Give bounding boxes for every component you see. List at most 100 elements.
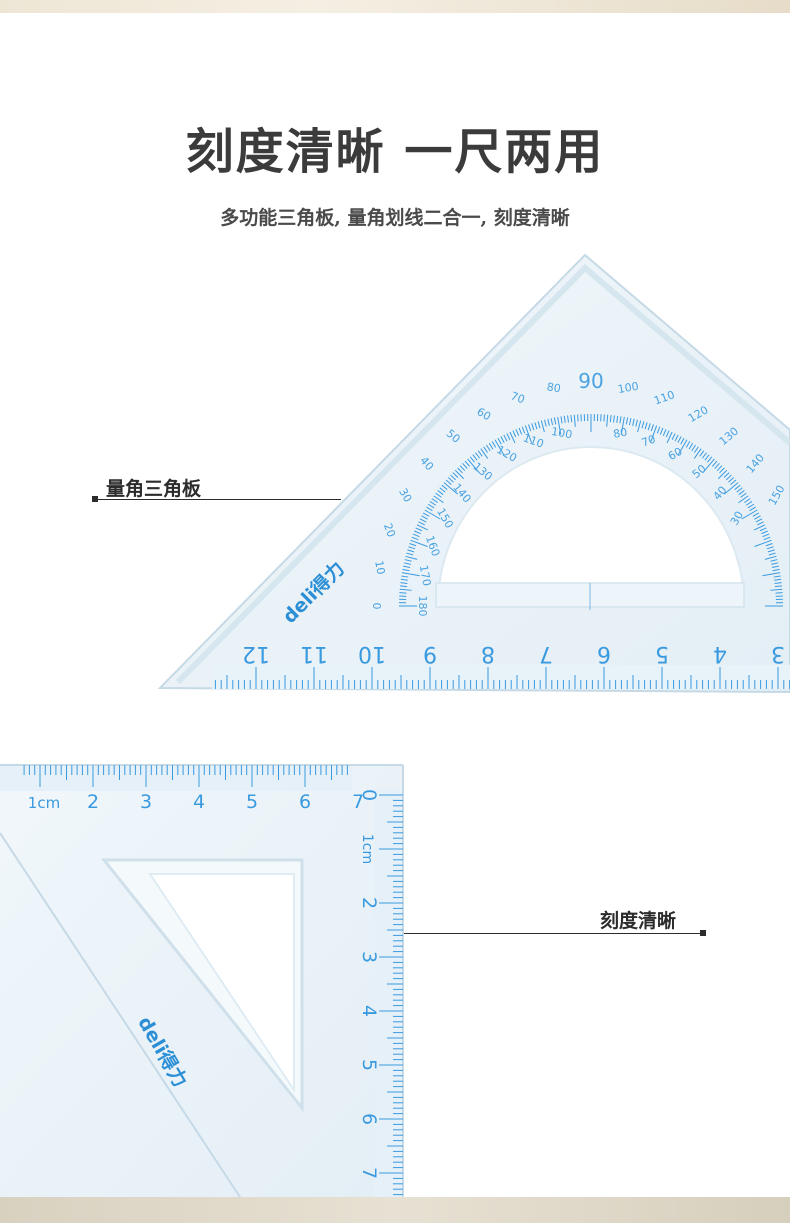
protractor-tick [429, 501, 437, 506]
protractor-inner-label: 70 [640, 433, 658, 450]
protractor-tick [656, 426, 661, 434]
protractor-outer-label: 60 [474, 405, 493, 423]
ruler-number: 5 [358, 1059, 380, 1071]
protractor-tick [641, 421, 645, 429]
protractor-tick [550, 418, 554, 426]
ruler-number: 10 [358, 641, 386, 666]
protractor-tick [491, 441, 497, 448]
protractor-tick [747, 503, 755, 509]
ruler-number: 2 [358, 897, 380, 909]
protractor-tick [723, 472, 730, 478]
protractor-tick [443, 482, 459, 495]
protractor-tick [445, 479, 452, 486]
ruler-number: 3 [771, 641, 785, 666]
protractor-tick [431, 498, 438, 503]
protractor-tick [606, 414, 609, 427]
protractor-tick [659, 427, 664, 435]
protractor-tick [534, 422, 538, 430]
ruler-number: 3 [140, 791, 152, 813]
protractor-tick [665, 430, 670, 438]
protractor-tick [701, 452, 707, 459]
ruler-number: 6 [358, 1113, 380, 1125]
protractor-tick [738, 490, 745, 496]
protractor-tick [400, 578, 408, 581]
protractor-tick [404, 559, 412, 562]
protractor-tick [406, 552, 414, 556]
protractor-tick [734, 484, 741, 490]
callout-dot-2 [700, 930, 706, 936]
protractor-tick [401, 572, 420, 577]
protractor-tick [408, 546, 416, 550]
protractor-tick [741, 509, 758, 520]
protractor-tick [772, 568, 780, 572]
protractor-tick [433, 495, 444, 504]
protractor-tick [767, 549, 775, 553]
protractor-tick [730, 479, 737, 486]
protractor-tick [620, 416, 625, 435]
ruler-number: 6 [299, 791, 311, 813]
protractor-tick [531, 423, 535, 431]
top-decor-band [0, 0, 790, 13]
protractor-tick [770, 559, 778, 562]
protractor-tick [410, 539, 428, 547]
protractor-tick [628, 418, 632, 426]
protractor-outer-label: 70 [509, 389, 527, 406]
protractor-tick [702, 458, 715, 474]
protractor-tick [480, 448, 489, 459]
protractor-tick [457, 467, 463, 474]
protractor-tick [774, 578, 782, 581]
protractor-tick [497, 437, 502, 445]
protractor-inner-label: 80 [612, 426, 628, 441]
ruler-number: 11 [300, 641, 328, 666]
protractor-tick [677, 439, 688, 456]
protractor-tick [528, 424, 532, 432]
protractor-tick [644, 422, 648, 430]
protractor-tick [770, 588, 783, 591]
protractor-tick [674, 434, 679, 442]
protractor-inner-label: 180 [416, 596, 429, 617]
protractor-tick [560, 416, 563, 424]
protractor-tick [688, 442, 694, 450]
protractor-tick [694, 446, 699, 453]
protractor-tick [483, 446, 488, 453]
protractor-tick [411, 536, 419, 541]
protractor-tick [435, 492, 442, 498]
protractor-tick [619, 416, 622, 424]
protractor-tick [464, 460, 471, 467]
protractor-tick [774, 582, 782, 584]
protractor-tick [418, 521, 425, 526]
ruler-number: 5 [655, 641, 669, 666]
ruler-number: 12 [242, 641, 270, 666]
protractor-outer-label: 80 [546, 380, 562, 395]
protractor-tick [704, 454, 710, 461]
protractor-tick [753, 524, 766, 531]
protractor-tick [745, 501, 753, 506]
protractor-tick [613, 415, 615, 423]
protractor-tick [477, 450, 483, 457]
protractor-tick [768, 552, 776, 556]
protractor-tick [759, 527, 767, 532]
ruler-number: 6 [597, 641, 611, 666]
protractor-tick [717, 469, 728, 480]
protractor-tick [671, 433, 676, 440]
protractor-tick [728, 477, 735, 483]
protractor-tick [467, 458, 480, 474]
protractor-tick [625, 417, 629, 425]
protractor-tick [647, 423, 651, 431]
protractor-tick [540, 420, 545, 433]
protractor-tick [725, 474, 732, 481]
protractor-tick [437, 490, 444, 496]
protractor-tick [762, 533, 770, 538]
protractor-tick [469, 456, 475, 463]
ruler-number: 0 [358, 789, 380, 801]
callout-dot-1 [92, 496, 98, 502]
protractor-tick [521, 426, 526, 434]
protractor-tick [421, 515, 428, 520]
protractor-tick [757, 521, 764, 526]
protractor-tick [515, 429, 520, 436]
protractor-tick [402, 568, 410, 572]
ruler-number: 7 [352, 791, 364, 813]
ruler-number: 1cm [28, 794, 60, 812]
protractor-tick [403, 565, 411, 569]
protractor-tick [763, 536, 771, 541]
